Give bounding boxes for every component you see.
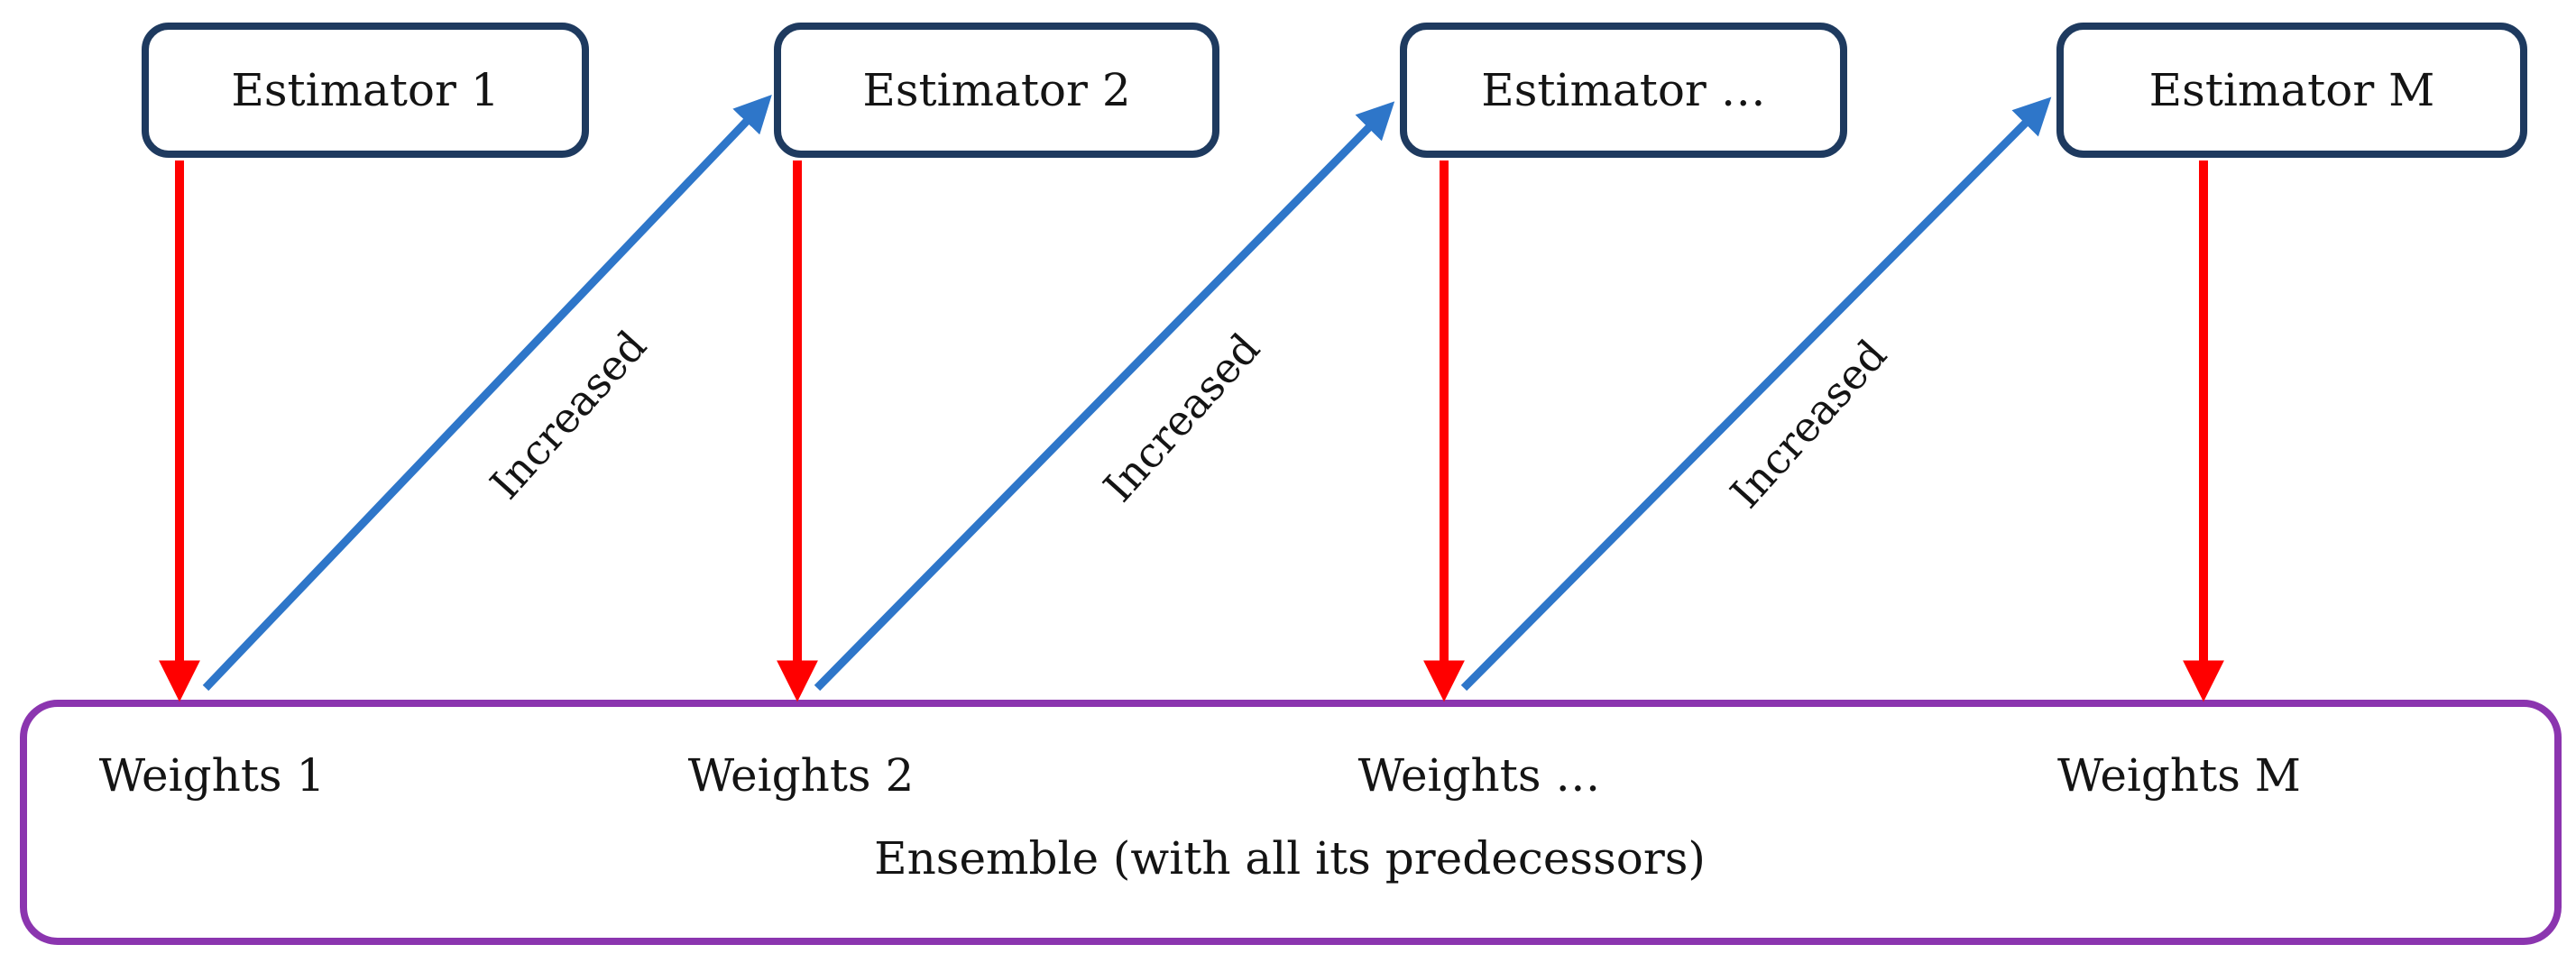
increase-arrow-1	[202, 95, 772, 692]
weights-label-4: Weights M	[2057, 749, 2301, 802]
estimator-label-3: Estimator …	[1481, 64, 1766, 116]
estimator-label-4: Estimator M	[2148, 64, 2435, 116]
ensemble-caption: Ensemble (with all its predecessors)	[874, 832, 1706, 885]
estimator-box-1: Estimator 1	[142, 23, 589, 158]
ensemble-box	[20, 700, 2562, 945]
estimator-label-2: Estimator 2	[862, 64, 1131, 116]
weights-label-3: Weights …	[1357, 749, 1601, 802]
increase-label-2: Increased	[1093, 324, 1270, 511]
increase-arrow-2	[814, 101, 1395, 692]
weights-label-1: Weights 1	[98, 749, 326, 802]
estimator-box-2: Estimator 2	[774, 23, 1219, 158]
increase-arrow-3	[1460, 96, 2052, 692]
estimator-box-3: Estimator …	[1400, 23, 1847, 158]
estimator-box-4: Estimator M	[2056, 23, 2527, 158]
increase-label-3: Increased	[1720, 330, 1897, 518]
increase-label-1: Increased	[480, 321, 657, 509]
estimator-label-1: Estimator 1	[231, 64, 500, 116]
weights-label-2: Weights 2	[687, 749, 915, 802]
